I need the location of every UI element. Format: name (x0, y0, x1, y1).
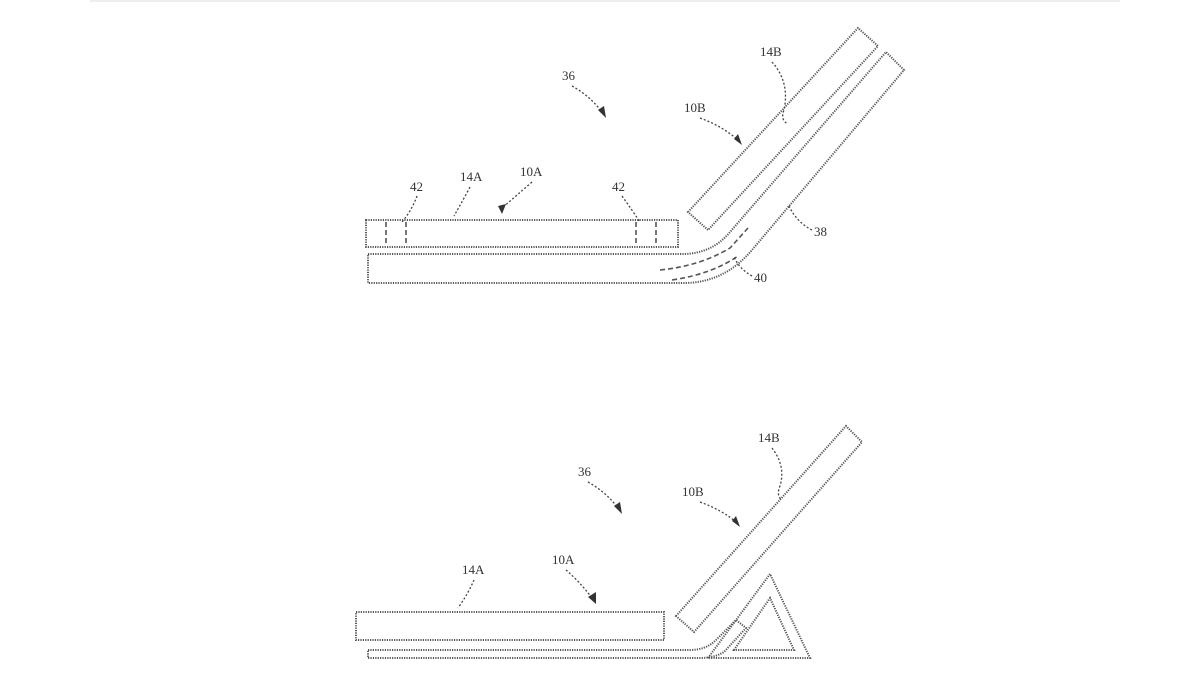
svg-text:10B: 10B (682, 484, 704, 499)
label-14a-top: 14A (453, 169, 483, 217)
magnet-42-right (635, 222, 657, 246)
label-10b-top: 10B (684, 100, 742, 145)
device-10a-bottom (355, 611, 665, 641)
label-10a-bottom: 10A (552, 552, 596, 604)
svg-text:36: 36 (578, 464, 592, 479)
cover-base-bottom (367, 618, 748, 659)
label-10a-top: 10A (498, 164, 543, 214)
svg-text:42: 42 (612, 179, 625, 194)
svg-text:14A: 14A (462, 562, 485, 577)
svg-text:14B: 14B (758, 430, 780, 445)
device-10a (365, 219, 679, 248)
svg-text:42: 42 (410, 179, 423, 194)
label-10b-bottom: 10B (682, 484, 740, 527)
label-42-left: 42 (401, 179, 423, 223)
svg-text:10A: 10A (520, 164, 543, 179)
svg-text:36: 36 (562, 68, 576, 83)
device-10b (686, 26, 880, 232)
label-14a-bottom: 14A (457, 562, 485, 609)
magnet-42-left (385, 222, 407, 246)
svg-text:10B: 10B (684, 100, 706, 115)
svg-text:38: 38 (814, 224, 827, 239)
label-36-bottom: 36 (578, 464, 622, 514)
cover-stand-bottom (706, 572, 812, 659)
svg-text:10A: 10A (552, 552, 575, 567)
figure-top: 36 14B 10B 42 14A 10A 42 (365, 26, 906, 285)
label-38-top: 38 (787, 203, 827, 239)
label-14b-bottom: 14B (758, 430, 783, 501)
cover-38 (367, 50, 906, 284)
figure-bottom: 36 14B 10B 14A 10A (355, 424, 864, 659)
svg-text:14B: 14B (760, 44, 782, 59)
svg-text:40: 40 (754, 270, 767, 285)
label-36-top: 36 (562, 68, 606, 118)
label-14b-top: 14B (760, 44, 789, 125)
label-40-top: 40 (733, 255, 767, 285)
hinge-40 (659, 227, 749, 271)
svg-text:14A: 14A (460, 169, 483, 184)
label-42-right: 42 (612, 179, 641, 223)
